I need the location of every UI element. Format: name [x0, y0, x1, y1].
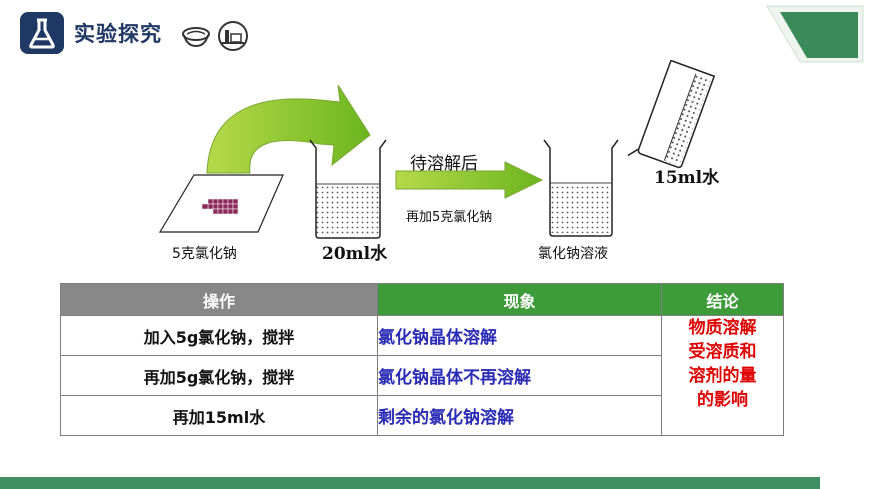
conclusion-line: 的影响 [697, 390, 748, 410]
water2-label: 15ml水 [654, 168, 720, 188]
arrow-bottom-label: 再加5克氯化钠 [406, 210, 493, 225]
solution-label: 氯化钠溶液 [538, 246, 608, 262]
water-label: 20ml水 [322, 244, 388, 264]
conclusion-line: 受溶质和 [688, 342, 757, 362]
right-arrow-icon [395, 161, 544, 199]
conclusion-line: 溶剂的量 [688, 366, 757, 386]
operation-cell: 再加15ml水 [60, 395, 378, 436]
curved-arrow-icon [206, 84, 371, 174]
conclusion-cell: 物质溶解 受溶质和 溶剂的量 的影响 [661, 315, 784, 436]
beaker-water-icon [309, 139, 387, 239]
header-phenomenon: 现象 [377, 283, 662, 316]
mortar-icon [181, 22, 211, 48]
bottom-bar [0, 477, 820, 489]
phenomenon-cell: 氯化钠晶体溶解 [377, 315, 662, 356]
decorative-card [762, 5, 866, 63]
beaker-solution-icon [543, 139, 619, 237]
header-operation: 操作 [60, 283, 378, 316]
page-title: 实验探究 [74, 22, 162, 46]
results-table: 操作 现象 结论 加入5g氯化钠，搅拌 氯化钠晶体溶解 物质溶解 受溶质和 溶剂… [60, 283, 784, 436]
table-row: 再加15ml水 剩余的氯化钠溶解 [60, 395, 784, 436]
phenomenon-cell: 剩余的氯化钠溶解 [377, 395, 662, 436]
arrow-top-label: 待溶解后 [410, 154, 478, 174]
table-row: 加入5g氯化钠，搅拌 氯化钠晶体溶解 物质溶解 受溶质和 溶剂的量 的影响 [60, 315, 784, 436]
flask-icon [20, 12, 64, 54]
pouring-beaker-icon [627, 60, 716, 169]
phenomenon-cell: 氯化钠晶体不再溶解 [377, 355, 662, 396]
lab-bench-icon [216, 21, 250, 51]
conclusion-line: 物质溶解 [688, 318, 757, 338]
header-conclusion: 结论 [661, 283, 784, 316]
experiment-diagram [158, 60, 716, 239]
operation-cell: 再加5g氯化钠，搅拌 [60, 355, 378, 396]
table-header-row: 操作 现象 结论 [60, 283, 784, 316]
table-row: 再加5g氯化钠，搅拌 氯化钠晶体不再溶解 [60, 355, 784, 396]
operation-cell: 加入5g氯化钠，搅拌 [60, 315, 378, 356]
paper-with-salt-icon [158, 174, 284, 233]
salt-label: 5克氯化钠 [172, 246, 237, 262]
